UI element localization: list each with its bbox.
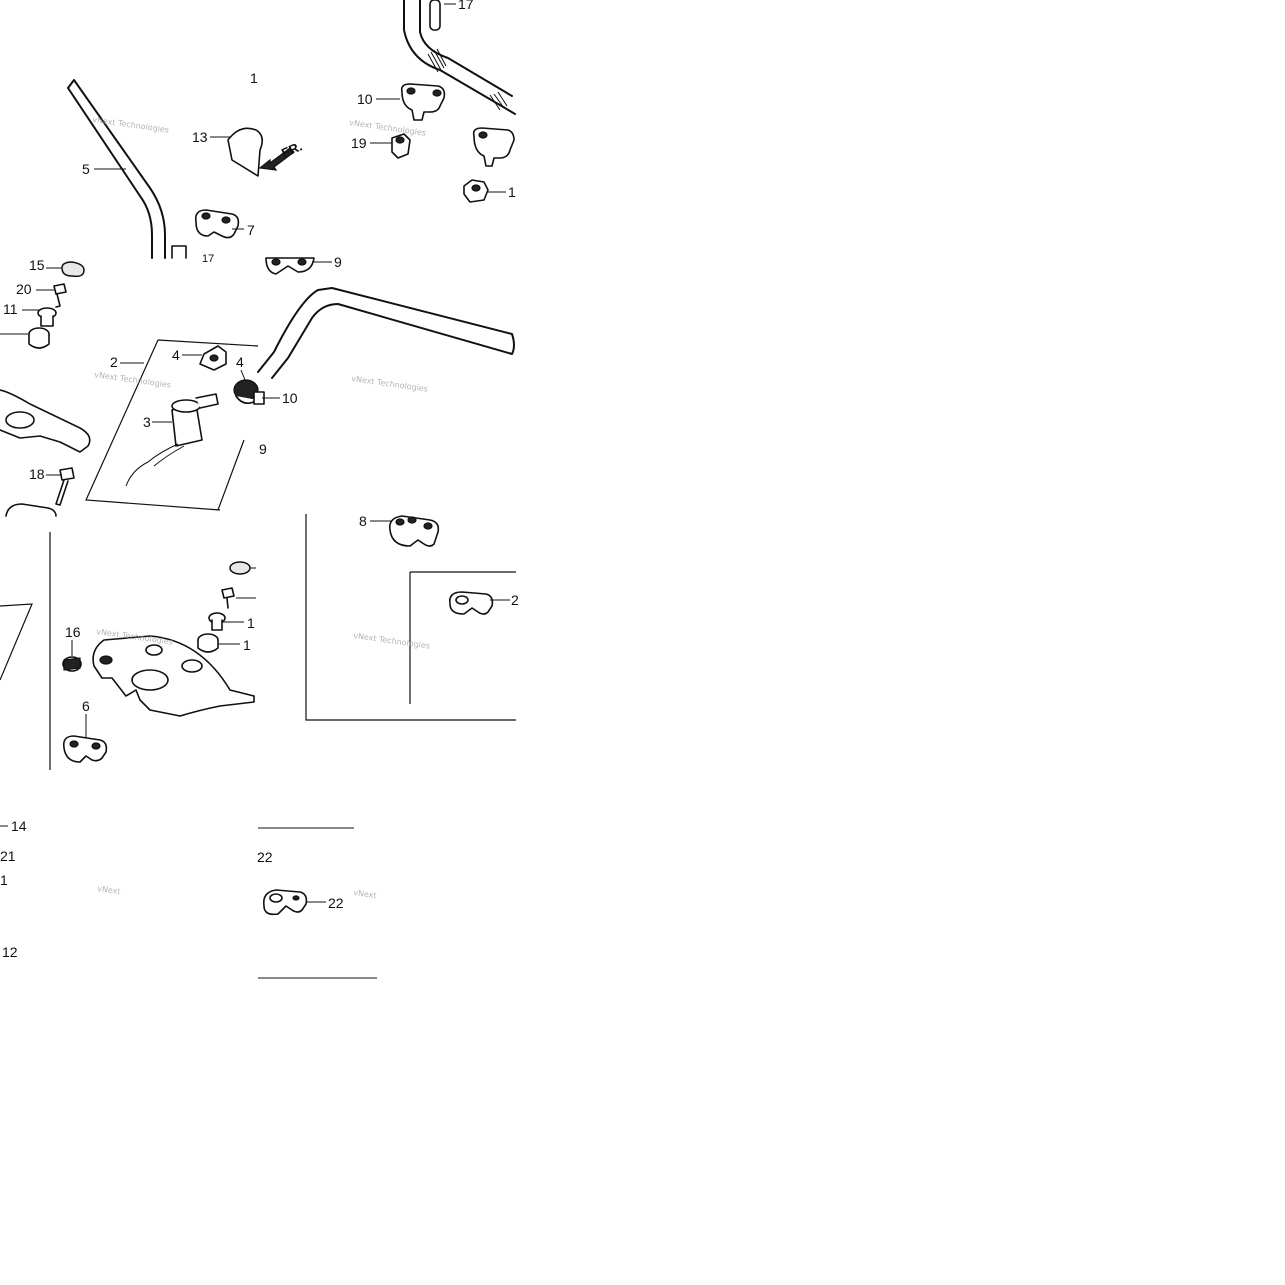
bolt-18 xyxy=(55,467,75,506)
cap-16 xyxy=(62,656,82,672)
callout-17-top: 17 xyxy=(458,0,474,12)
callout-9-top: 9 xyxy=(334,254,342,270)
handlebar-top-right xyxy=(403,0,516,115)
leader-lines xyxy=(0,3,510,903)
callout-14: 14 xyxy=(11,818,27,834)
ignition-switch-3 xyxy=(125,393,219,487)
callout-2: 2 xyxy=(110,354,118,370)
watermarks: vNext Technologies vNext Technologies vN… xyxy=(92,115,431,900)
callout-1-a: 1 xyxy=(247,615,255,631)
callout-7: 7 xyxy=(247,222,255,238)
cap-top-right xyxy=(229,561,251,575)
holder-10-top xyxy=(400,83,446,121)
callout-21: 21 xyxy=(0,848,16,864)
clip-17-mid xyxy=(171,245,187,259)
callout-4-right: 4 xyxy=(236,354,244,370)
grip-17-top xyxy=(429,0,441,31)
callout-22-header: 22 xyxy=(257,849,273,865)
callout-9-mid: 9 xyxy=(259,441,267,457)
top-bridge xyxy=(92,635,255,717)
callout-22: 22 xyxy=(328,895,344,911)
bolt-right xyxy=(221,587,235,609)
panel-middle xyxy=(0,261,515,517)
watermark-4: vNext Technologies xyxy=(351,374,429,394)
callout-12: 12 xyxy=(2,944,18,960)
callout-8: 8 xyxy=(359,513,367,529)
washer-11 xyxy=(37,307,57,327)
top-bridge-left xyxy=(0,389,91,453)
bushing-right xyxy=(197,633,219,653)
holder-9-top xyxy=(265,257,315,275)
ignition-switch-frame xyxy=(85,339,259,511)
clip-10-mid xyxy=(253,391,265,405)
holder-7 xyxy=(194,209,240,239)
callout-17-mid: 17 xyxy=(202,253,214,265)
watermark-7: vNext xyxy=(97,884,121,896)
callout-1-b: 1 xyxy=(243,637,251,653)
nut-19 xyxy=(391,133,411,159)
holder-6 xyxy=(62,735,108,763)
knurl-bands xyxy=(427,48,508,111)
holder-22 xyxy=(262,889,308,916)
callout-1-c: 1 xyxy=(0,872,8,888)
frame-right-outer xyxy=(305,514,516,721)
callout-13: 13 xyxy=(192,129,208,145)
handlebar-lower xyxy=(257,287,515,379)
callout-3: 3 xyxy=(143,414,151,430)
bridge-hole xyxy=(5,411,35,429)
panel-bottom xyxy=(258,827,377,979)
callout-15: 15 xyxy=(29,257,45,273)
frame-lower-detail xyxy=(0,603,33,681)
bushing xyxy=(28,327,50,349)
holder-right xyxy=(472,127,515,167)
panel-lower xyxy=(0,514,516,770)
callout-2-right: 2 xyxy=(511,592,519,608)
holder-partial-bottom xyxy=(5,503,57,517)
callout-20: 20 xyxy=(16,281,32,297)
callout-1-top: 1 xyxy=(250,70,258,86)
holder-8 xyxy=(388,515,440,547)
watermark-6: vNext Technologies xyxy=(353,631,431,651)
bolt-20 xyxy=(53,283,67,308)
holder-2-right xyxy=(448,591,494,615)
watermark-8: vNext xyxy=(353,888,377,900)
callout-11: 11 xyxy=(3,301,18,317)
watermark-1: vNext Technologies xyxy=(92,115,170,135)
callout-5: 5 xyxy=(82,161,90,177)
callout-4-left: 4 xyxy=(172,347,180,363)
watermark-3: vNext Technologies xyxy=(94,370,172,390)
callout-18: 18 xyxy=(29,466,45,482)
washer-right xyxy=(208,612,226,631)
cover-13 xyxy=(227,127,264,177)
fr-arrow-icon xyxy=(258,147,295,171)
frame-right-inner xyxy=(409,571,516,704)
callout-10-mid: 10 xyxy=(282,390,298,406)
fr-label: FR. xyxy=(279,139,304,161)
callout-1-right: 1 xyxy=(508,184,516,200)
nut-1-right xyxy=(463,179,489,203)
callout-10-top: 10 xyxy=(357,91,373,107)
callout-16: 16 xyxy=(65,624,81,640)
callout-19: 19 xyxy=(351,135,367,151)
handlebar-5 xyxy=(67,79,166,259)
cover-4-left xyxy=(199,345,227,371)
panel-top xyxy=(67,0,516,275)
callout-6: 6 xyxy=(82,698,90,714)
cap-15 xyxy=(61,261,85,278)
